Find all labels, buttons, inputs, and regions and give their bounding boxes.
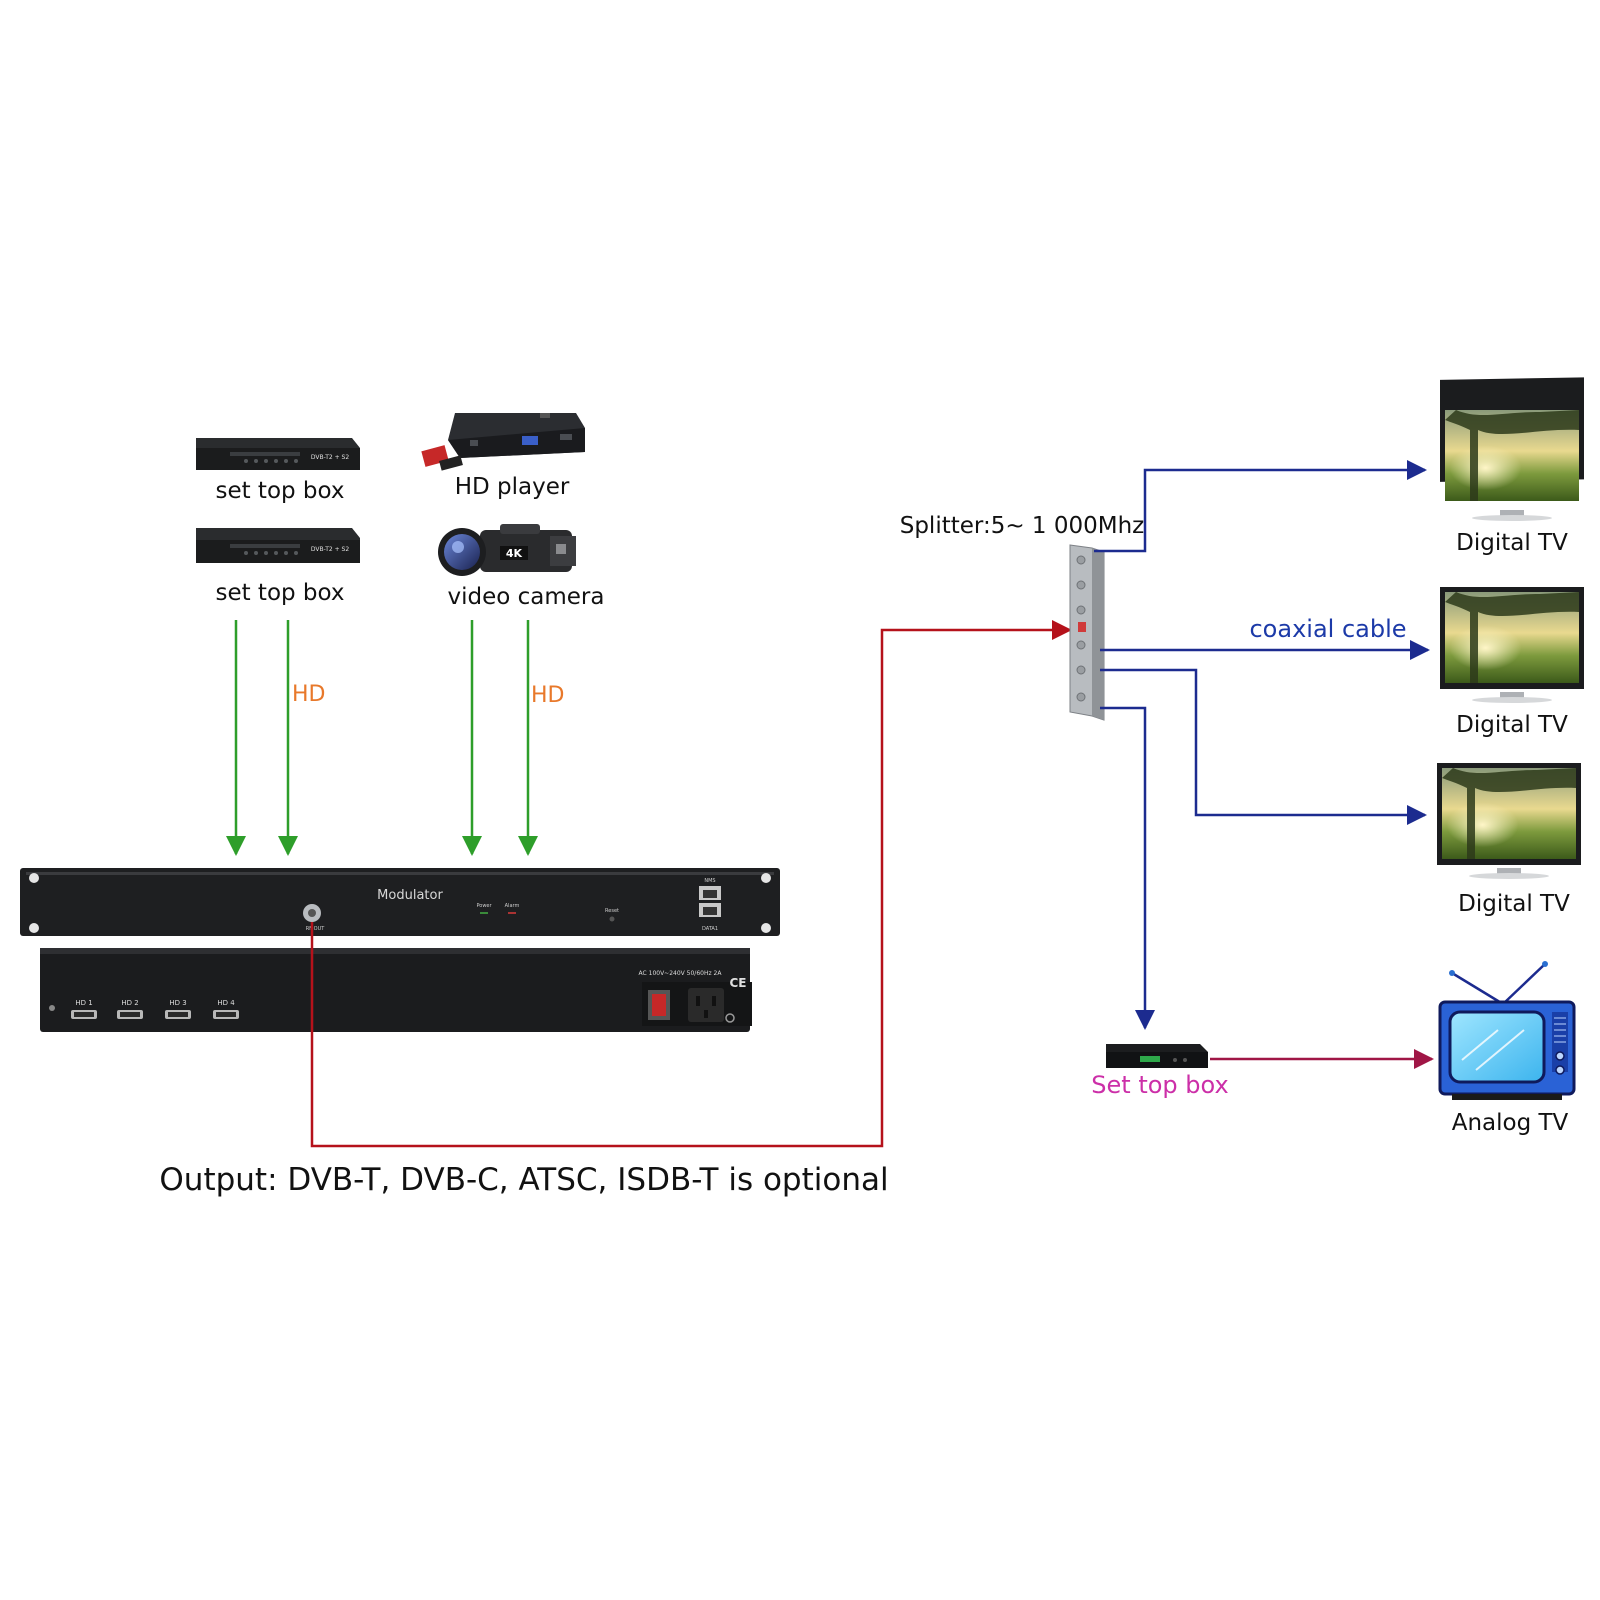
stb1-brand: DVB-T2 + S2 [311, 454, 349, 461]
power-spec-label: AC 100V~240V 50/60Hz 2A [639, 970, 723, 977]
coax-cable-label: coaxial cable [1249, 615, 1406, 643]
set-top-box-1: DVB-T2 + S2 [196, 438, 360, 470]
antenna-right [1502, 963, 1546, 1005]
hdmi-port-3-label: HD 3 [169, 999, 186, 1007]
digital-tv-1 [1440, 377, 1584, 521]
video-camera-label: video camera [448, 584, 605, 610]
tv3-stand [1497, 868, 1521, 874]
hd-player-label: HD player [455, 474, 570, 500]
hdmi-port-1-label: HD 1 [75, 999, 92, 1007]
ce-mark: CE [729, 976, 746, 990]
nms-label: NMS [704, 878, 715, 884]
stb2-label: set top box [215, 580, 344, 606]
reset-button[interactable] [609, 916, 615, 922]
hdmi-port-2-label: HD 2 [121, 999, 138, 1007]
sd-card-icon [421, 445, 463, 471]
antenna-left [1451, 971, 1504, 1006]
stb1-label: set top box [215, 478, 344, 504]
video-camera-icon: 4K [438, 524, 576, 576]
hd-label-left: HD [292, 682, 325, 707]
digital-tv-2 [1440, 587, 1584, 703]
tv1-label: Digital TV [1456, 530, 1568, 556]
splitter-label: Splitter:5~ 1 000Mhz [900, 513, 1145, 539]
rf-out-label: RF OUT [306, 926, 326, 932]
set-top-box-label: Set top box [1091, 1071, 1228, 1099]
output-caption: Output: DVB-T, DVB-C, ATSC, ISDB-T is op… [159, 1162, 888, 1198]
splitter-icon [1069, 544, 1105, 721]
tv1-stand [1500, 510, 1524, 516]
tv2-label: Digital TV [1456, 712, 1568, 738]
hdmi-port-group: HD 1 HD 2 HD 3 HD 4 [71, 999, 239, 1019]
analog-tv-icon [1438, 961, 1576, 1100]
alarm-led [508, 912, 516, 914]
alarm-label: Alarm [505, 903, 520, 909]
hd-player-icon [421, 413, 585, 471]
modulator-rear: HD 1 HD 2 HD 3 HD 4 AC 100V~240V 50/60Hz… [40, 948, 752, 1032]
coax-line-tv1 [1094, 460, 1427, 553]
camera-4k-badge: 4K [506, 547, 523, 560]
coax-line-tv3 [1100, 668, 1427, 825]
digital-tv-3 [1437, 763, 1581, 879]
reset-label: Reset [605, 908, 619, 914]
rf-output-line [310, 620, 1072, 1148]
rf-out-connector [303, 904, 321, 922]
coax-output-lines [1094, 460, 1430, 1030]
modulator-front: Modulator RF OUT Power Alarm Reset NMS D… [20, 868, 780, 936]
hd-label-right: HD [531, 683, 564, 708]
ground-icon [725, 1013, 735, 1023]
set-top-box-2: DVB-T2 + S2 [196, 528, 360, 563]
coax-line-stb [1100, 706, 1155, 1030]
stb2-brand: DVB-T2 + S2 [311, 546, 349, 553]
hd-input-arrows [226, 620, 538, 856]
modulator-title: Modulator [377, 888, 443, 903]
power-led [480, 912, 488, 914]
set-top-box-receiver-icon [1106, 1044, 1208, 1068]
tv3-label: Digital TV [1458, 891, 1570, 917]
hdmi-port-4-label: HD 4 [217, 999, 235, 1007]
analog-tv-label: Analog TV [1452, 1110, 1569, 1136]
data1-label: DATA1 [702, 926, 718, 932]
power-label: Power [476, 903, 492, 909]
tv2-stand [1500, 692, 1524, 698]
